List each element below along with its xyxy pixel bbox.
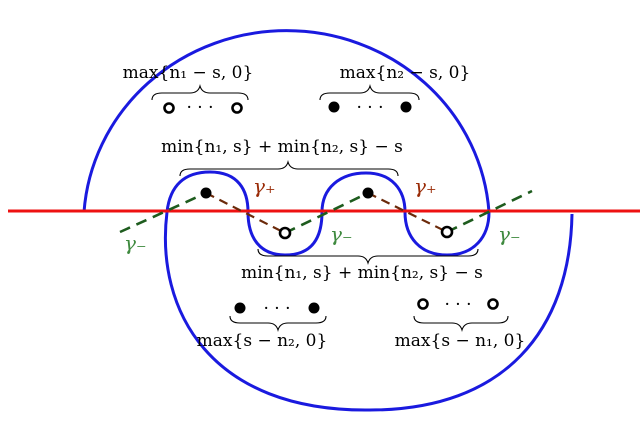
gamma-minus-label: γ₋ [330,222,353,246]
underbrace [257,248,479,265]
gamma-minus-segment-1 [119,191,207,234]
gamma-minus-label: γ₋ [498,222,521,246]
ellipsis: · · · [444,295,471,315]
lower-arc [163,211,574,412]
ellipsis: · · · [186,98,213,118]
upper-arc [82,29,491,213]
top-right-label: max{n₂ − s, 0} [340,63,471,83]
underbrace [229,315,327,332]
gamma-minus-label: γ₋ [124,231,147,255]
hollow-puncture [278,226,292,240]
middle-upper-label: min{n₁, s} + min{n₂, s} − s [161,137,403,157]
hollow-puncture [440,225,454,239]
bottom-left-label: max{s − n₂, 0} [197,331,328,351]
filled-dot [234,302,246,314]
gamma-minus-segment-3 [446,189,533,234]
bottom-left-group: · · · max{s − n₂, 0} [197,299,328,351]
bottom-right-group: · · · max{s − n₁, 0} [395,295,526,351]
hollow-dot [487,298,499,310]
filled-puncture [362,187,374,199]
filled-dot [328,101,340,113]
middle-lower-label: min{n₁, s} + min{n₂, s} − s [241,263,483,283]
underbrace [413,315,509,332]
filled-dot [400,101,412,113]
hollow-dot [417,298,429,310]
overbrace [151,84,249,101]
middle-lower-group: min{n₁, s} + min{n₂, s} − s [241,248,483,283]
middle-upper-group: min{n₁, s} + min{n₂, s} − s [161,137,403,177]
gamma-plus-label: γ₊ [253,174,276,198]
overbrace [319,84,420,101]
top-right-group: · · · max{n₂ − s, 0} [319,63,471,118]
top-left-label: max{n₁ − s, 0} [123,63,254,83]
gamma-plus-label: γ₊ [414,174,437,198]
ellipsis: · · · [356,98,383,118]
wiggle-curve [165,170,491,257]
hollow-dot [231,102,243,114]
overbrace [179,160,399,177]
hollow-dot [163,102,175,114]
ellipsis: · · · [263,299,290,319]
gamma-minus-paths [119,189,533,235]
filled-dot [308,302,320,314]
gamma-minus-segment-2 [284,191,369,235]
filled-puncture [200,187,212,199]
bottom-right-label: max{s − n₁, 0} [395,331,526,351]
top-left-group: · · · max{n₁ − s, 0} [123,63,254,118]
